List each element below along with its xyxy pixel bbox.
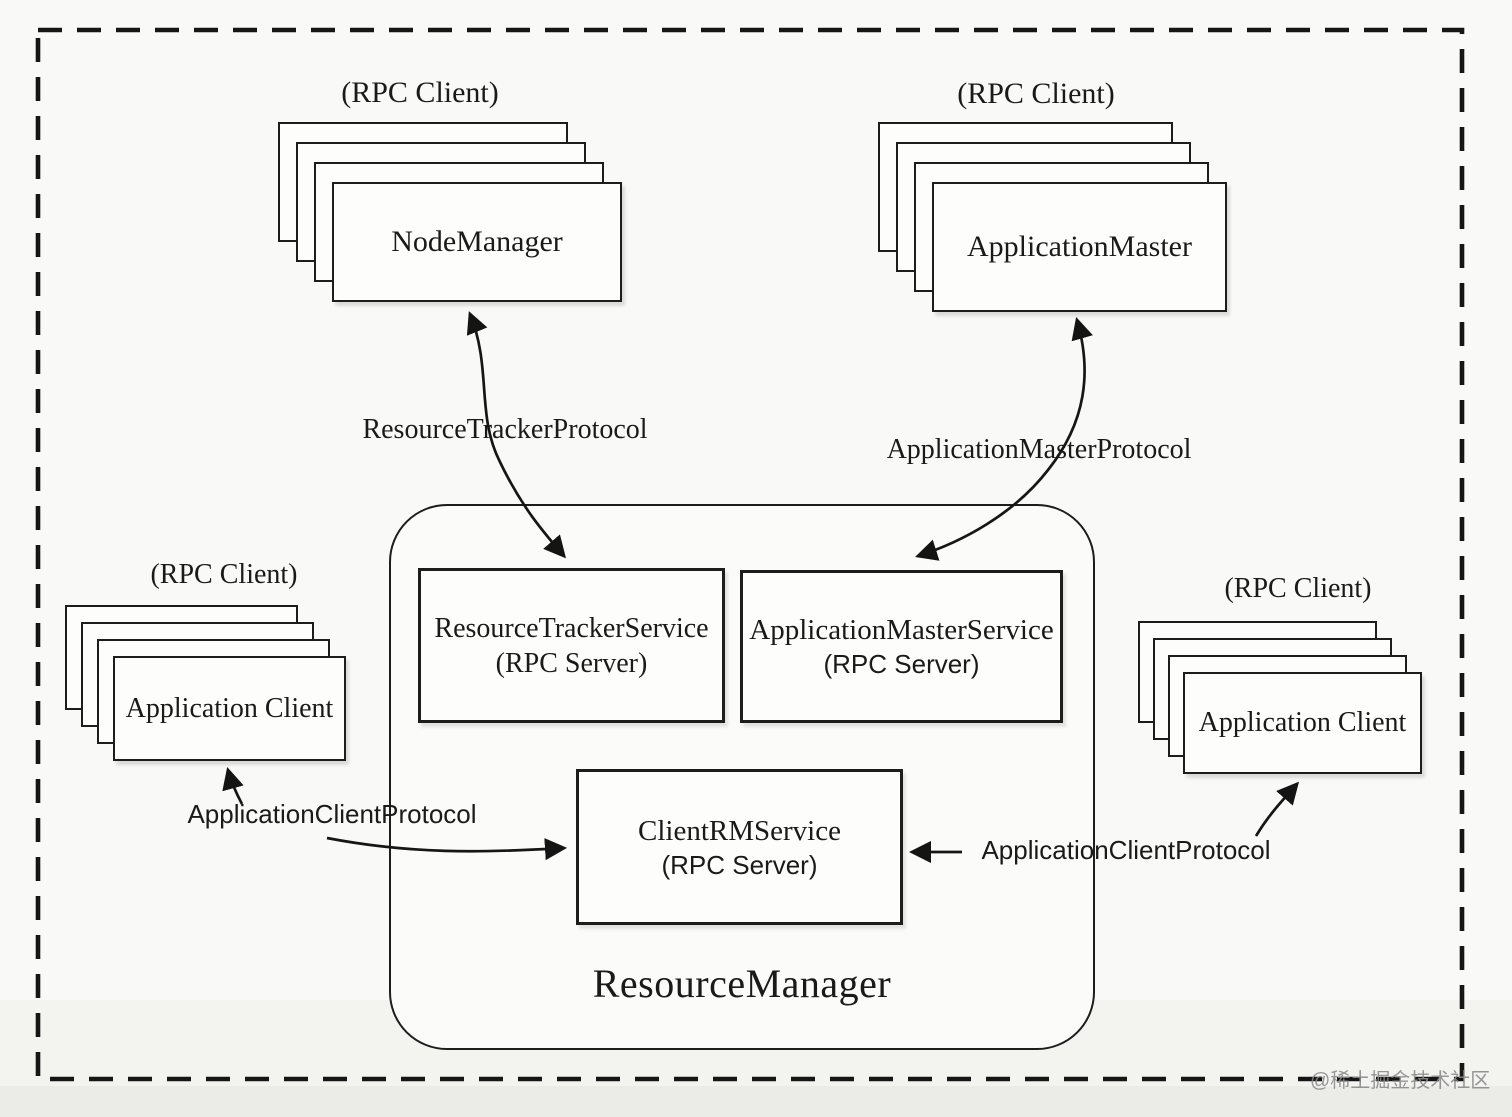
watermark: @稀土掘金技术社区	[1310, 1070, 1491, 1092]
application-client-right-label: Application Client	[1198, 707, 1407, 738]
scan-shading-band-bottom	[0, 1086, 1512, 1117]
application-client-right-curve-arrow	[1254, 781, 1300, 837]
resource-tracker-protocol-label: ResourceTrackerProtocol	[362, 414, 648, 445]
resource-tracker-service-box: ResourceTrackerService (RPC Server)	[418, 568, 725, 723]
application-master-service-box: ApplicationMasterService (RPC Server)	[740, 570, 1063, 723]
application-master-service-title: ApplicationMasterService	[749, 614, 1054, 647]
rpc-client-caption-application-client-right: (RPC Client)	[1224, 573, 1372, 604]
resource-manager-label: ResourceManager	[592, 961, 892, 1006]
application-client-left-label: Application Client	[125, 692, 334, 724]
nodemanager-label: NodeManager	[391, 225, 563, 258]
application-client-protocol-label-left: ApplicationClientProtocol	[187, 799, 477, 829]
nodemanager-box: NodeManager	[332, 182, 622, 302]
application-master-service-subtitle: (RPC Server)	[823, 649, 980, 680]
application-client-right-box: Application Client	[1183, 672, 1422, 774]
application-client-left-box: Application Client	[113, 656, 346, 761]
application-client-protocol-label-right: ApplicationClientProtocol	[981, 835, 1271, 865]
resource-tracker-service-subtitle: (RPC Server)	[495, 647, 648, 679]
resource-tracker-service-title: ResourceTrackerService	[434, 612, 709, 644]
application-master-box: ApplicationMaster	[932, 182, 1227, 312]
application-master-label: ApplicationMaster	[967, 230, 1192, 263]
client-rm-service-subtitle: (RPC Server)	[661, 849, 818, 880]
rpc-client-caption-application-master: (RPC Client)	[957, 77, 1115, 110]
rpc-client-caption-nodemanager: (RPC Client)	[341, 76, 499, 109]
client-rm-service-title: ClientRMService	[638, 814, 841, 847]
client-rm-service-box: ClientRMService (RPC Server)	[576, 769, 903, 925]
rpc-client-caption-application-client-left: (RPC Client)	[150, 559, 298, 590]
application-master-protocol-label: ApplicationMasterProtocol	[886, 434, 1192, 465]
